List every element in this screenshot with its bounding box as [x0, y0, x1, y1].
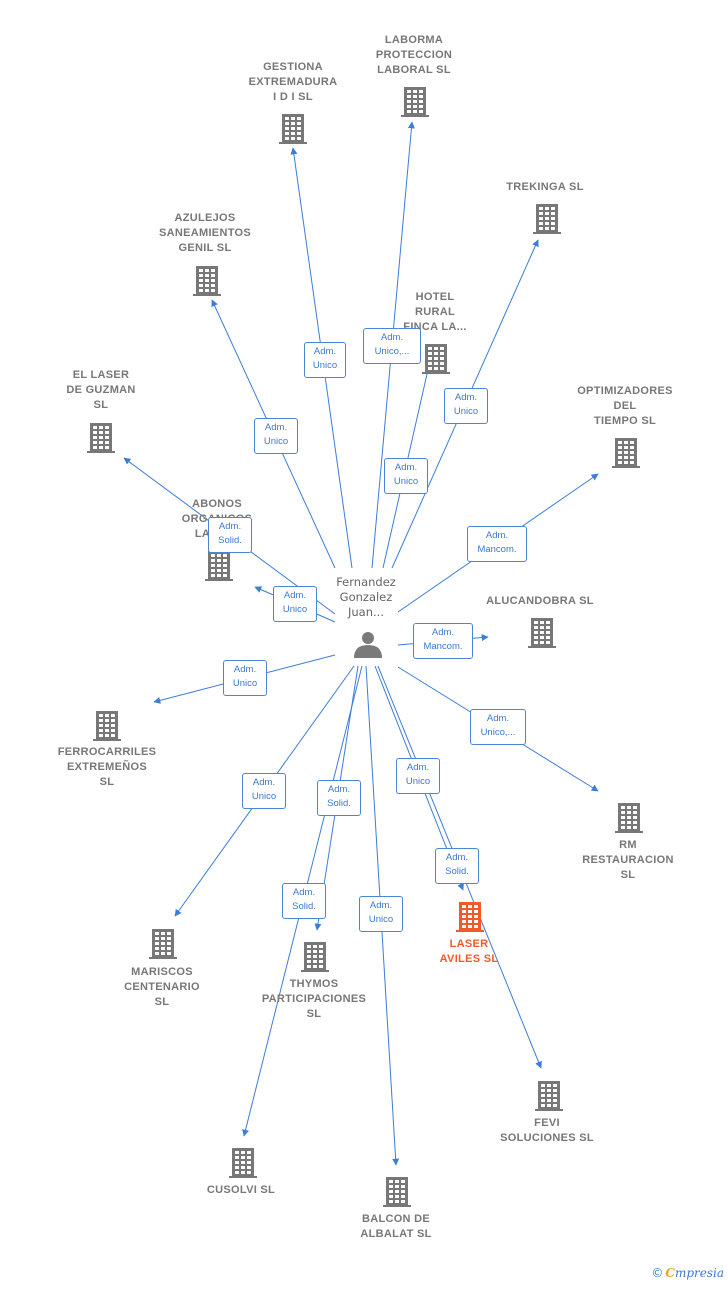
building-icon[interactable]	[456, 902, 484, 932]
building-icon[interactable]	[528, 618, 556, 648]
role-badge[interactable]: Adm. Solid.	[317, 780, 361, 816]
company-label[interactable]: LASER AVILES SL	[439, 938, 499, 965]
brand-logo: ©Cmpresia	[651, 1266, 724, 1280]
company-label[interactable]: CUSOLVI SL	[206, 1184, 276, 1196]
role-badge[interactable]: Adm. Solid.	[435, 848, 479, 884]
building-icon[interactable]	[193, 266, 221, 296]
building-icon[interactable]	[205, 551, 233, 581]
company-label[interactable]: ALUCANDOBRA SL	[486, 595, 594, 607]
role-badge[interactable]: Adm. Unico	[359, 896, 403, 932]
person-icon[interactable]	[354, 632, 382, 658]
building-icon[interactable]	[383, 1177, 411, 1207]
company-label[interactable]: LABORMA PROTECCION LABORAL SL	[375, 34, 453, 76]
brand-name: mpresia	[674, 1266, 724, 1280]
building-icon[interactable]	[93, 711, 121, 741]
company-label[interactable]: THYMOS PARTICIPACIONES SL	[261, 978, 367, 1020]
building-icon[interactable]	[422, 344, 450, 374]
company-label[interactable]: GESTIONA EXTREMADURA I D I SL	[248, 61, 338, 103]
role-badge[interactable]: Adm. Unico,...	[363, 328, 421, 364]
company-label[interactable]: AZULEJOS SANEAMIENTOS GENIL SL	[158, 212, 252, 254]
role-badge[interactable]: Adm. Unico	[223, 660, 267, 696]
copyright-symbol: ©	[651, 1266, 664, 1280]
company-label[interactable]: FERROCARRILES EXTREMEÑOS SL	[57, 746, 157, 788]
building-icon[interactable]	[87, 423, 115, 453]
building-icon[interactable]	[533, 204, 561, 234]
role-badge[interactable]: Adm. Unico	[384, 458, 428, 494]
building-icon[interactable]	[612, 438, 640, 468]
company-label[interactable]: FEVI SOLUCIONES SL	[500, 1117, 594, 1144]
company-label[interactable]: RM RESTAURACION SL	[582, 839, 674, 881]
role-badge[interactable]: Adm. Mancom.	[467, 526, 527, 562]
role-badge[interactable]: Adm. Unico	[396, 758, 440, 794]
company-label[interactable]: MARISCOS CENTENARIO SL	[124, 966, 200, 1008]
building-icon[interactable]	[535, 1081, 563, 1111]
building-icon[interactable]	[229, 1148, 257, 1178]
company-label[interactable]: BALCON DE ALBALAT SL	[360, 1213, 432, 1240]
building-icon[interactable]	[279, 114, 307, 144]
role-badge[interactable]: Adm. Unico	[444, 388, 488, 424]
building-icon[interactable]	[149, 929, 177, 959]
building-icon[interactable]	[301, 942, 329, 972]
building-icon[interactable]	[401, 87, 429, 117]
company-label[interactable]: EL LASER DE GUZMAN SL	[66, 369, 136, 411]
role-badge[interactable]: Adm. Unico	[304, 342, 346, 378]
brand-initial: C	[665, 1266, 675, 1280]
company-label[interactable]: OPTIMIZADORES DEL TIEMPO SL	[577, 385, 673, 427]
role-badge[interactable]: Adm. Unico	[254, 418, 298, 454]
company-label[interactable]: TREKINGA SL	[506, 181, 584, 193]
role-badge[interactable]: Adm. Unico,...	[470, 709, 526, 745]
role-badge[interactable]: Adm. Mancom.	[413, 623, 473, 659]
person-name[interactable]: Fernandez Gonzalez Juan...	[336, 575, 396, 619]
role-badge[interactable]: Adm. Unico	[242, 773, 286, 809]
role-badge[interactable]: Adm. Unico	[273, 586, 317, 622]
role-badge[interactable]: Adm. Solid.	[282, 883, 326, 919]
building-icon[interactable]	[615, 803, 643, 833]
role-badge[interactable]: Adm. Solid.	[208, 517, 252, 553]
